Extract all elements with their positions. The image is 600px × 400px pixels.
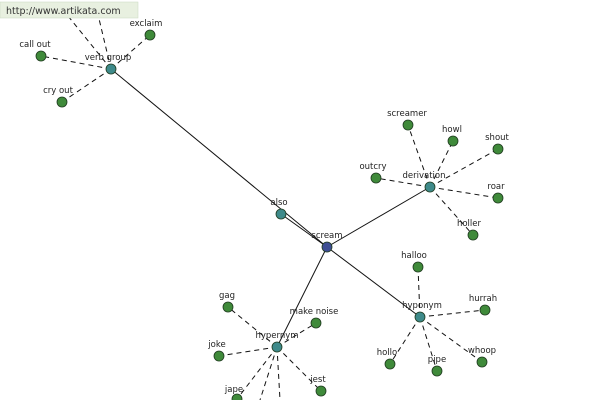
node-also[interactable] [275, 208, 287, 220]
node-holler[interactable] [467, 229, 479, 241]
node-hollo[interactable] [384, 358, 396, 370]
node-label-howl[interactable]: howl [442, 125, 462, 135]
edge-hyponym-whoop [419, 316, 483, 363]
node-shout[interactable] [492, 143, 504, 155]
node-label-pipe[interactable]: pipe [428, 355, 446, 365]
node-label-roar[interactable]: roar [487, 182, 505, 192]
watermark-background [0, 1, 139, 19]
nodes-layer [35, 29, 504, 400]
node-label-shout[interactable]: shout [485, 133, 509, 143]
node-label-holler[interactable]: holler [457, 219, 482, 229]
edge-scream-also [280, 213, 328, 248]
node-joke[interactable] [213, 350, 225, 362]
node-whoop[interactable] [476, 356, 488, 368]
node-label-hurrah[interactable]: hurrah [469, 294, 497, 304]
node-label-jest[interactable]: jest [309, 375, 326, 385]
edge-derivation-roar [429, 186, 499, 199]
edge-scream-hyponym [326, 246, 421, 318]
node-screamer[interactable] [402, 119, 414, 131]
node-cry-out[interactable] [56, 96, 68, 108]
node-hurrah[interactable] [479, 304, 491, 316]
node-label-cry-out[interactable]: cry out [43, 86, 73, 96]
node-label-screamer[interactable]: screamer [387, 109, 427, 119]
node-label-make-noise[interactable]: make noise [290, 307, 339, 317]
edge-scream-derivation [326, 186, 431, 248]
edges-layer [40, 1, 499, 400]
node-howl[interactable] [447, 135, 459, 147]
node-label-halloo[interactable]: halloo [401, 251, 427, 261]
node-derivation[interactable] [424, 181, 436, 193]
edge-hyponym-pipe [419, 316, 438, 372]
node-exclaim[interactable] [144, 29, 156, 41]
edge-derivation-screamer [407, 124, 431, 188]
edge-hyponym-hurrah [419, 309, 486, 318]
edge-hypernym-make-noise [276, 322, 317, 348]
node-label-hollo[interactable]: hollo [377, 348, 398, 358]
node-jape[interactable] [231, 393, 243, 400]
edge-derivation-outcry [375, 177, 431, 188]
node-make-noise[interactable] [310, 317, 322, 329]
node-label-call-out[interactable]: call out [19, 40, 51, 50]
edge-hyponym-hollo [389, 316, 421, 365]
node-hypernym[interactable] [271, 341, 283, 353]
node-gag[interactable] [222, 301, 234, 313]
edge-verb-group-call-out [40, 55, 112, 70]
edge-hypernym-gag [227, 306, 278, 348]
node-roar[interactable] [492, 192, 504, 204]
edge-verb-group-offscreen-vg-1 [67, 15, 112, 70]
node-call-out[interactable] [35, 50, 47, 62]
node-label-gag[interactable]: gag [219, 291, 235, 301]
node-jest[interactable] [315, 385, 327, 397]
edge-derivation-holler [429, 186, 474, 236]
node-outcry[interactable] [370, 172, 382, 184]
node-label-jape[interactable]: jape [224, 385, 243, 395]
node-label-joke[interactable]: joke [207, 340, 225, 350]
node-scream[interactable] [321, 241, 333, 253]
node-label-derivation[interactable]: derivation [402, 171, 445, 181]
node-label-hypernym[interactable]: hypernym [255, 331, 298, 341]
labels-layer: scream verb group also derivation hyponym hyp… [19, 19, 509, 395]
watermark-banner[interactable]: http://www.artikata.com [0, 1, 139, 19]
node-label-verb-group[interactable]: verb group [85, 53, 132, 63]
edge-scream-verb-group [110, 68, 328, 248]
node-verb-group[interactable] [105, 63, 117, 75]
node-label-exclaim[interactable]: exclaim [130, 19, 163, 29]
edge-hypernym-jest [276, 346, 322, 392]
node-label-outcry[interactable]: outcry [359, 162, 386, 172]
node-label-whoop[interactable]: whoop [468, 346, 496, 356]
node-label-hyponym[interactable]: hyponym [402, 301, 442, 311]
edge-hypernym-offscreen-hn-1 [259, 346, 278, 400]
edge-scream-hypernym [276, 246, 328, 348]
node-halloo[interactable] [412, 261, 424, 273]
node-pipe[interactable] [431, 365, 443, 377]
edge-hypernym-joke [218, 346, 278, 357]
watermark-link[interactable]: http://www.artikata.com [6, 6, 121, 17]
node-label-scream[interactable]: scream [311, 231, 342, 241]
edge-verb-group-cry-out [61, 68, 112, 103]
edge-derivation-shout [429, 148, 499, 188]
edge-hypernym-jape [236, 346, 278, 400]
node-label-also[interactable]: also [270, 198, 287, 208]
node-hyponym[interactable] [414, 311, 426, 323]
